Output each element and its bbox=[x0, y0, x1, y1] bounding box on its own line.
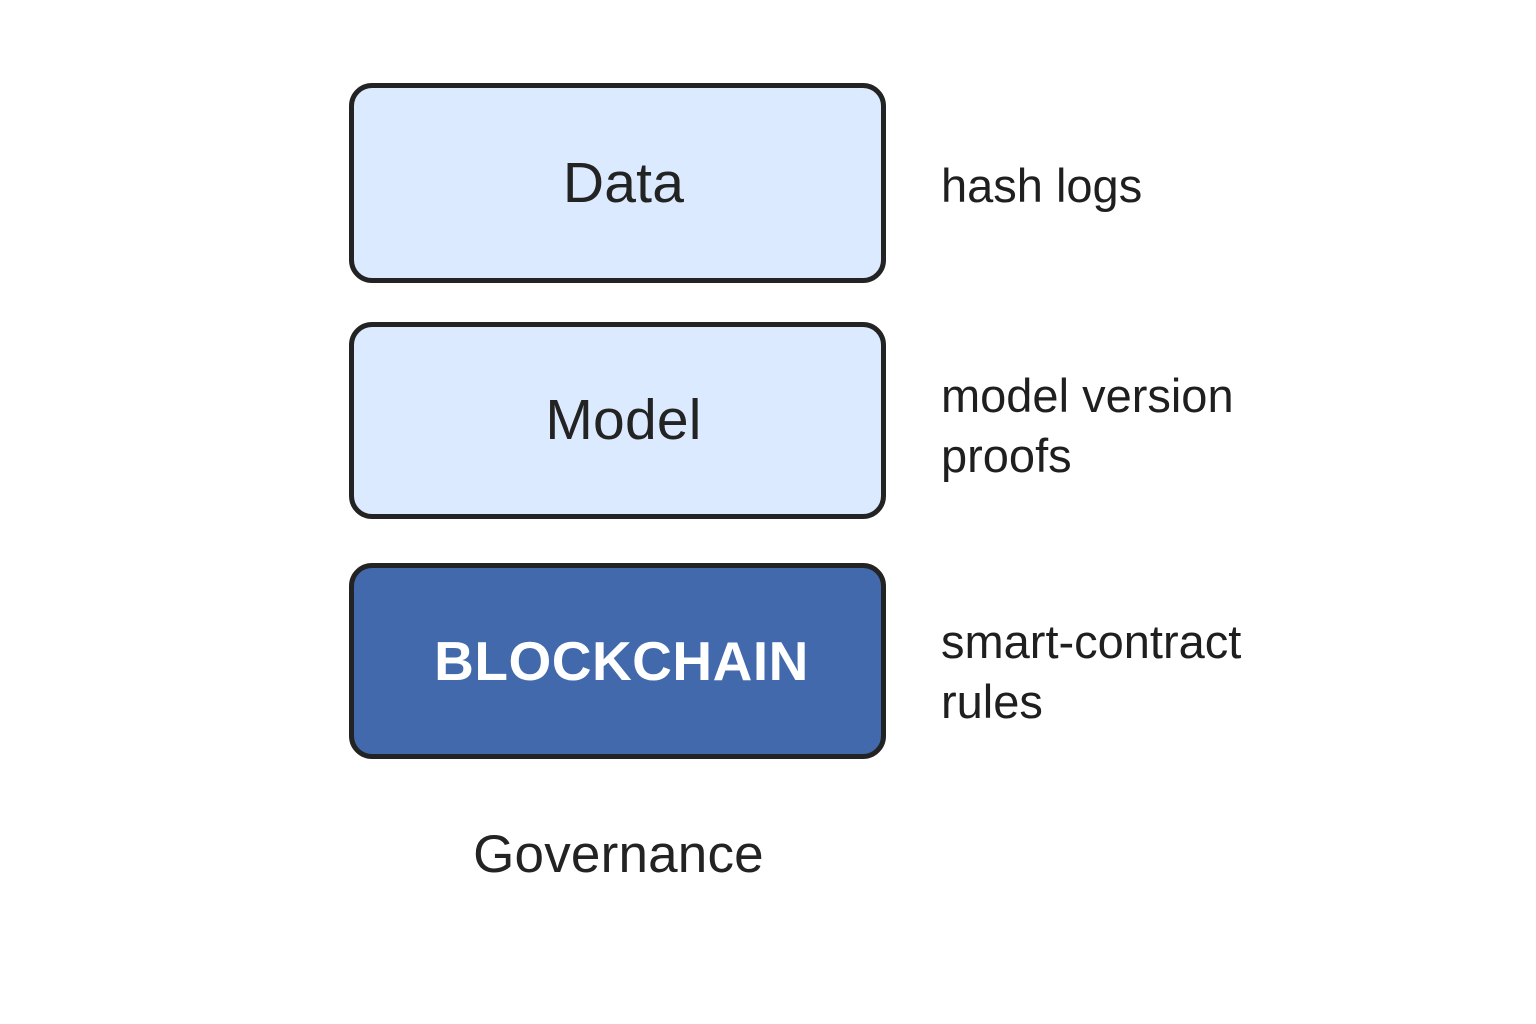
layer-box-data: Data bbox=[349, 83, 886, 283]
layer-label-data: Data bbox=[562, 150, 685, 215]
annotation-blockchain: smart-contract rules bbox=[941, 615, 1242, 728]
layer-box-model: Model bbox=[349, 322, 886, 519]
annotation-model: model version proofs bbox=[941, 369, 1234, 482]
layer-box-blockchain: BLOCKCHAIN bbox=[349, 563, 886, 759]
diagram-caption: Governance bbox=[473, 825, 764, 884]
layer-label-blockchain: BLOCKCHAIN bbox=[434, 629, 809, 692]
layer-label-model: Model bbox=[545, 388, 702, 452]
annotation-data: hash logs bbox=[941, 159, 1143, 212]
